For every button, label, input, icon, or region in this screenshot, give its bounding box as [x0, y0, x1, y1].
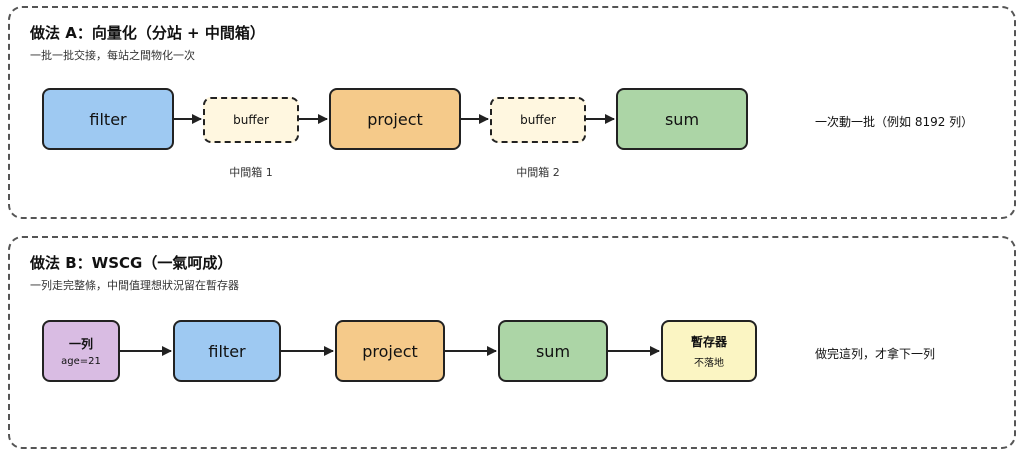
section-b-title: 做法 B：WSCG（一氣呵成）	[30, 254, 233, 272]
node-a-buffer-2: buffer	[490, 97, 586, 143]
row-value: age=21	[61, 356, 101, 367]
node-a-sum: sum	[616, 88, 748, 150]
node-a-project: project	[329, 88, 461, 150]
register-note: 不落地	[694, 358, 724, 369]
panel-approach-b	[8, 236, 1016, 449]
node-b-register: 暫存器 不落地	[661, 320, 757, 382]
node-b-project: project	[335, 320, 445, 382]
node-b-sum: sum	[498, 320, 608, 382]
row-label: 一列	[68, 337, 93, 351]
section-b-subtitle: 一列走完整條，中間值理想狀況留在暫存器	[30, 279, 239, 292]
node-a-filter: filter	[42, 88, 174, 150]
caption-buffer-1: 中間箱 1	[229, 166, 273, 179]
node-b-filter: filter	[173, 320, 281, 382]
caption-buffer-2: 中間箱 2	[516, 166, 560, 179]
section-a-title: 做法 A：向量化（分站 + 中間箱）	[30, 24, 265, 42]
node-b-row: 一列 age=21	[42, 320, 120, 382]
panel-approach-a	[8, 6, 1016, 219]
section-a-subtitle: 一批一批交接，每站之間物化一次	[30, 49, 195, 62]
node-a-buffer-1: buffer	[203, 97, 299, 143]
section-a-note: 一次動一批（例如 8192 列）	[815, 115, 974, 129]
register-label: 暫存器	[690, 335, 727, 349]
section-b-note: 做完這列，才拿下一列	[815, 347, 936, 361]
